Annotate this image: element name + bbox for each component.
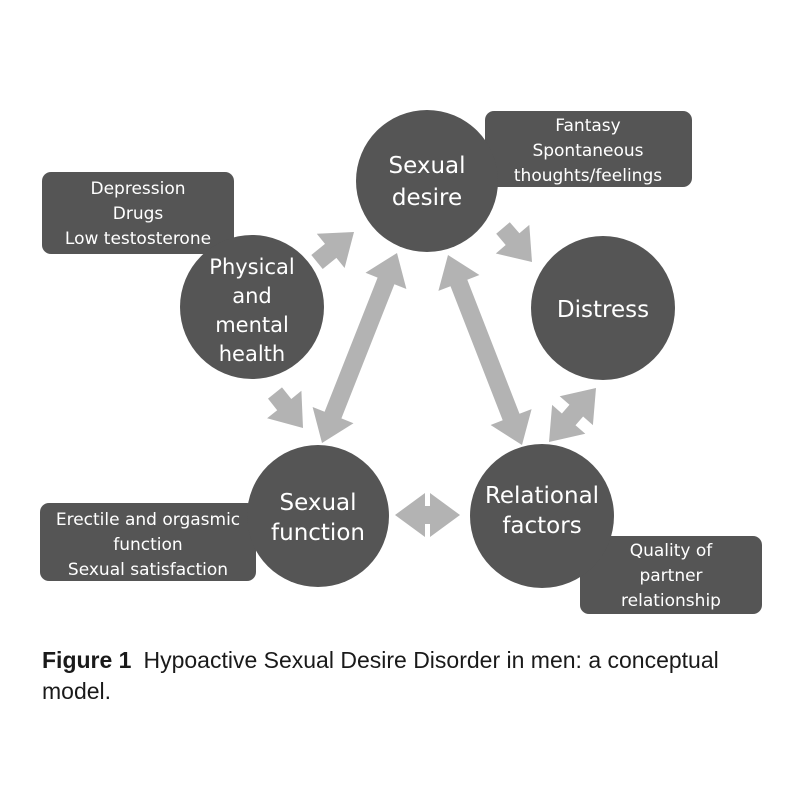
arrow-health-to-function (267, 387, 303, 428)
node-distress: Distress (531, 236, 675, 380)
box-physical-line: Low testosterone (65, 229, 211, 249)
node-physical-mental-label: Physical (209, 255, 294, 279)
node-relational-label: factors (502, 513, 581, 539)
box-function-background (40, 503, 256, 581)
box-relational-line: relationship (621, 591, 721, 611)
arrow-desire-relational (438, 255, 532, 445)
arrow-relational-distress (549, 388, 596, 442)
node-sexual-desire-label: Sexual (388, 153, 465, 179)
box-relational: Quality of partner relationship (580, 536, 762, 614)
node-sexual-desire-circle (356, 110, 498, 252)
box-physical-line: Drugs (113, 204, 164, 224)
box-desire-line: thoughts/feelings (514, 166, 662, 186)
box-relational-background (580, 536, 762, 614)
box-desire-background (485, 111, 692, 187)
node-relational-circle (470, 444, 614, 588)
node-physical-mental-circle (180, 235, 324, 379)
node-sexual-function-label: Sexual (279, 490, 356, 516)
node-sexual-function: Sexual function (247, 445, 389, 587)
node-physical-mental: Physical and mental health (180, 235, 324, 379)
node-sexual-function-circle (247, 445, 389, 587)
figure-label: Figure 1 (42, 647, 132, 673)
box-function-line: function (113, 535, 182, 555)
node-physical-mental-label: mental (215, 313, 289, 337)
node-sexual-desire: Sexual desire (356, 110, 498, 252)
node-relational: Relational factors (470, 444, 614, 588)
box-function-line: Sexual satisfaction (68, 560, 228, 580)
box-desire-line: Spontaneous (532, 141, 643, 161)
arrows-layer (267, 222, 596, 537)
arrow-desire-to-distress (495, 222, 532, 262)
box-relational-line: Quality of (630, 541, 714, 561)
arrow-health-to-desire (311, 232, 354, 269)
node-physical-mental-label: health (219, 342, 285, 366)
arrow-function-relational (395, 493, 460, 537)
node-sexual-desire-label: desire (392, 185, 462, 211)
node-distress-label: Distress (557, 297, 649, 323)
node-distress-circle (531, 236, 675, 380)
node-sexual-function-label: function (271, 520, 365, 546)
arrow-function-desire (312, 253, 407, 443)
box-physical-background (42, 172, 234, 254)
node-physical-mental-label: and (232, 284, 272, 308)
box-function-line: Erectile and orgasmic (56, 510, 240, 530)
node-relational-label: Relational (485, 483, 599, 509)
box-physical-line: Depression (90, 179, 185, 199)
box-relational-line: partner (639, 566, 702, 586)
box-desire-line: Fantasy (555, 116, 620, 136)
figure-caption-text: Hypoactive Sexual Desire Disorder in men… (42, 647, 719, 704)
